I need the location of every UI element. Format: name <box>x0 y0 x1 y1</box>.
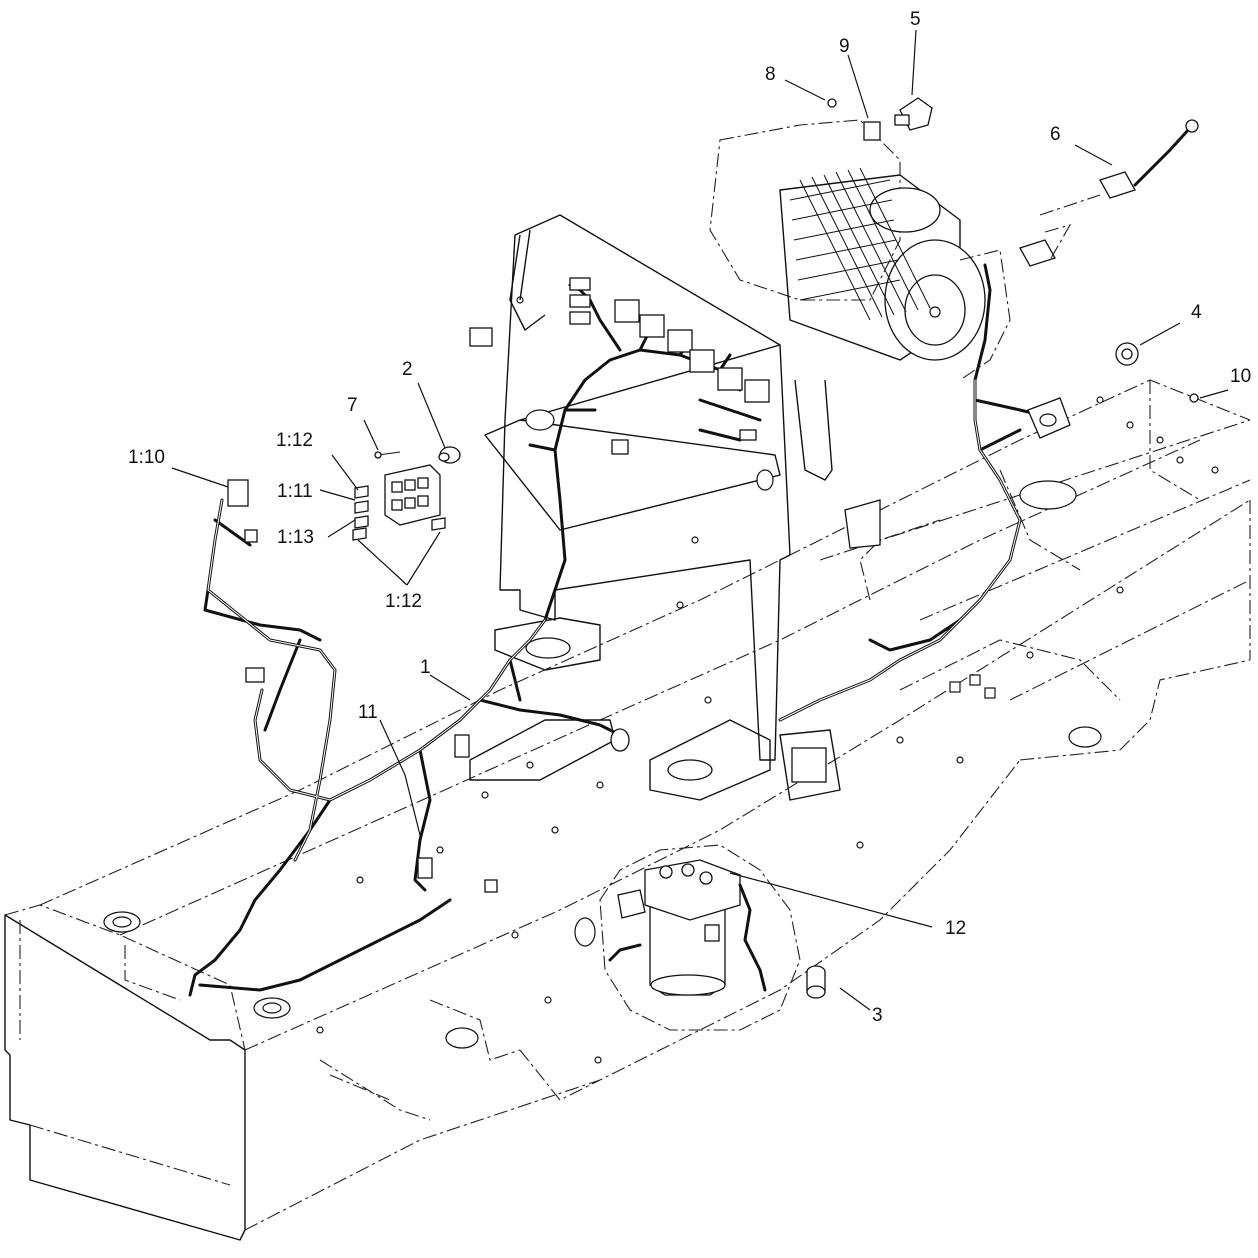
wire-harness <box>188 263 1062 997</box>
callout-11: 11 <box>358 702 378 723</box>
callout-1-10: 1:10 <box>128 447 165 468</box>
callout-3: 3 <box>872 1005 883 1026</box>
callout-5: 5 <box>910 9 921 30</box>
screw-7 <box>374 451 401 459</box>
callout-1-12-bottom: 1:12 <box>385 591 422 612</box>
callout-1: 1 <box>420 657 431 678</box>
callout-12: 12 <box>945 918 966 939</box>
sensor-5 <box>894 97 933 131</box>
bracket-parts-right <box>844 397 1071 549</box>
callout-2: 2 <box>402 359 413 380</box>
main-frame <box>4 379 1251 1241</box>
callout-1-12-top: 1:12 <box>276 430 313 451</box>
frame-holes <box>103 396 1219 1064</box>
terminals-1-11-1-12-1-13 <box>352 485 446 541</box>
callout-8: 8 <box>765 64 776 85</box>
callout-1-13: 1:13 <box>277 527 314 548</box>
solenoid-12 <box>599 844 801 1031</box>
callout-10: 10 <box>1230 366 1251 387</box>
switch-3 <box>806 965 826 999</box>
callout-7: 7 <box>347 395 358 416</box>
fuse-block-1-10 <box>227 479 258 543</box>
callout-1-11: 1:11 <box>277 481 313 502</box>
nut-8 <box>827 98 837 108</box>
grommet-4 <box>1115 342 1139 366</box>
callout-9: 9 <box>839 36 850 57</box>
control-bracket <box>469 214 841 801</box>
wire-lead-6 <box>1019 119 1199 267</box>
callout-labels: 1 2 3 4 5 6 7 8 9 10 11 12 1:10 1:11 1:1… <box>128 9 1251 1026</box>
spacer-2 <box>438 446 461 464</box>
air-cleaner <box>709 119 1011 381</box>
fuse-block-assembly <box>384 464 441 526</box>
callout-6: 6 <box>1050 124 1061 145</box>
callout-4: 4 <box>1191 302 1202 323</box>
boot-9 <box>863 121 881 141</box>
leader-lines <box>171 29 1229 1011</box>
nut-10 <box>1189 393 1199 403</box>
